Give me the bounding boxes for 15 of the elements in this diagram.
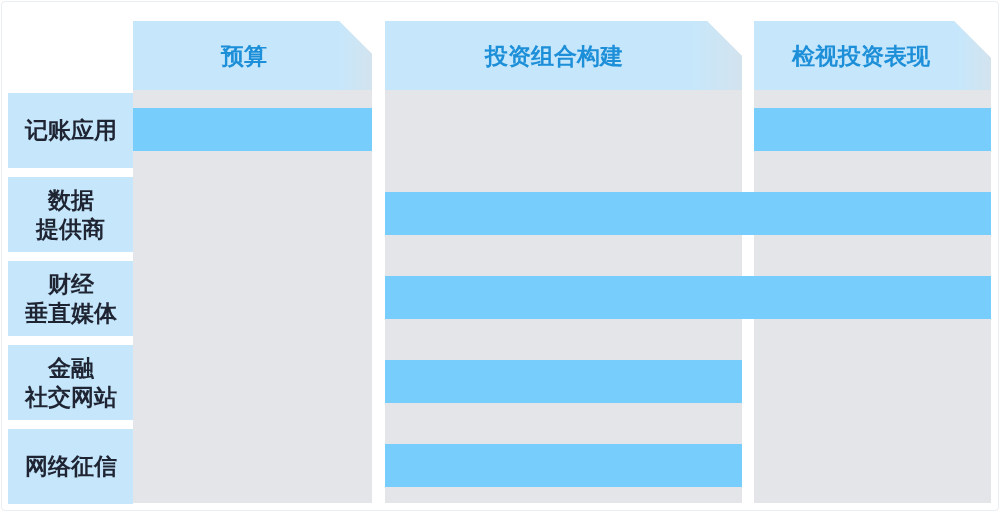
highlight-bar	[385, 276, 991, 319]
row-label: 金融社交网站	[8, 345, 133, 420]
column-heading: 投资组合构建	[484, 41, 623, 70]
row-label: 数据提供商	[8, 177, 133, 252]
highlight-bar	[133, 108, 372, 151]
row-label: 记账应用	[8, 93, 133, 168]
column-panel	[133, 21, 372, 503]
row-label: 网络征信	[8, 429, 133, 504]
highlight-bar	[385, 444, 742, 487]
column-heading: 检视投资表现	[791, 41, 930, 70]
highlight-bar	[754, 108, 991, 151]
highlight-bar	[385, 192, 991, 235]
row-label: 财经垂直媒体	[8, 261, 133, 336]
highlight-bar	[385, 360, 742, 403]
column-heading: 预算	[220, 41, 267, 70]
